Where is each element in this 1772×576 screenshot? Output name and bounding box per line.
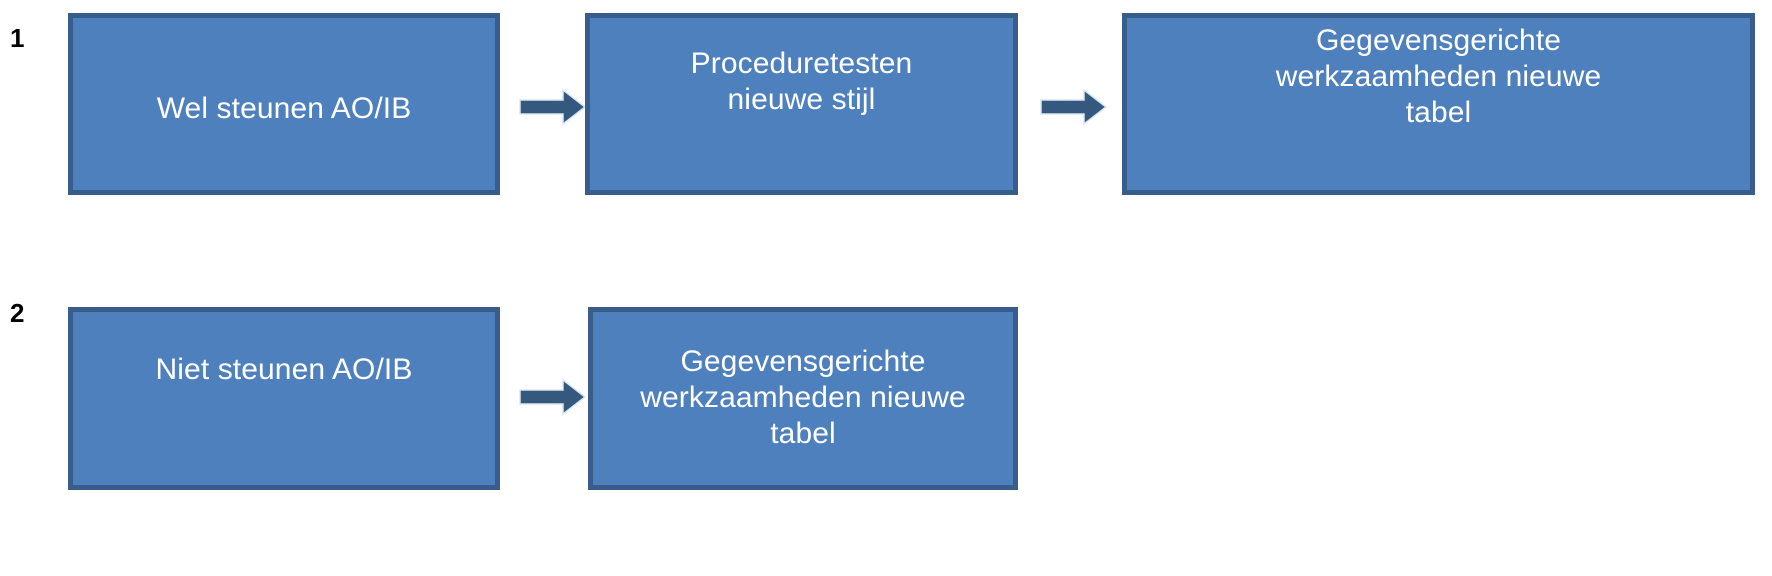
row-1-number-label: 1 xyxy=(10,23,25,53)
node-wel-steunen-ao-ib[interactable]: Wel steunen AO/IB xyxy=(68,13,500,195)
arrow-right-icon-row2-1 xyxy=(519,378,587,416)
node-gegevensgerichte-werkzaamheden-row1[interactable]: Gegevensgerichte werkzaamheden nieuwe ta… xyxy=(1122,13,1755,195)
node-niet-steunen-ao-ib-label: Niet steunen AO/IB xyxy=(155,352,413,386)
node-gegevensgerichte-werkzaamheden-row1-label: Gegevensgerichte werkzaamheden nieuwe ta… xyxy=(1275,23,1602,129)
node-wel-steunen-ao-ib-label: Wel steunen AO/IB xyxy=(156,92,412,125)
node-gegevensgerichte-werkzaamheden-row2-label: Gegevensgerichte werkzaamheden nieuwe ta… xyxy=(640,344,966,450)
row-2-number-label: 2 xyxy=(10,298,25,328)
node-proceduretesten-nieuwe-stijl[interactable]: Proceduretesten nieuwe stijl xyxy=(585,13,1018,195)
node-gegevensgerichte-werkzaamheden-row2[interactable]: Gegevensgerichte werkzaamheden nieuwe ta… xyxy=(588,307,1018,490)
arrow-right-icon-row1-2 xyxy=(1040,88,1108,126)
arrow-right-icon-row1-1 xyxy=(519,88,587,126)
node-niet-steunen-ao-ib[interactable]: Niet steunen AO/IB xyxy=(68,307,500,490)
node-proceduretesten-nieuwe-stijl-label: Proceduretesten nieuwe stijl xyxy=(690,47,913,116)
